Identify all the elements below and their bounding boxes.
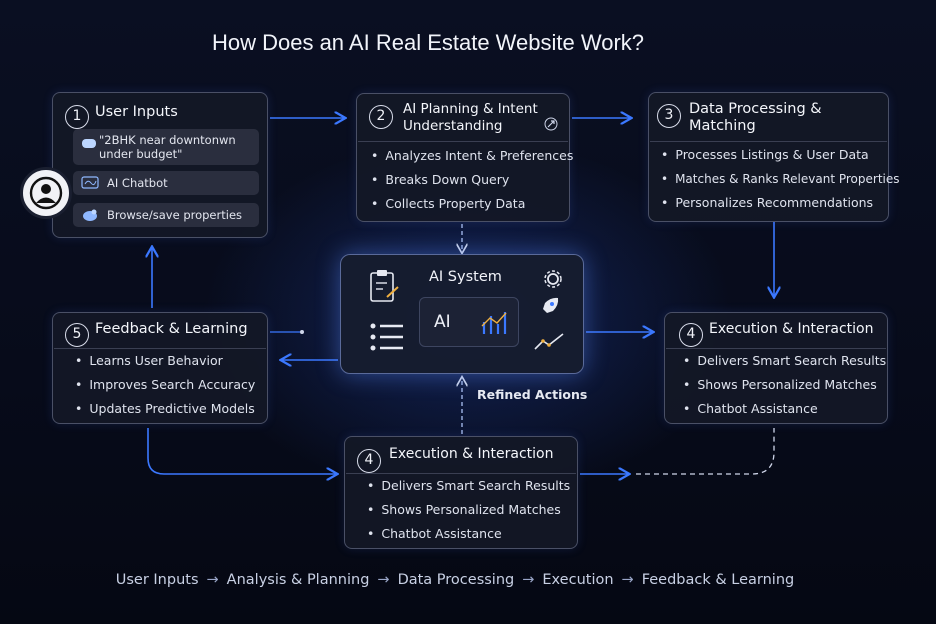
flow-step: Execution <box>542 572 614 588</box>
list-item: Delivers Smart Search Results <box>683 349 886 373</box>
divider <box>358 141 568 142</box>
arrow-5-to-bottom-4 <box>147 428 336 474</box>
list-item: Matches & Ranks Relevant Properties <box>661 167 899 191</box>
card-execution-right: 4 Execution & Interaction Delivers Smart… <box>664 312 888 424</box>
card-title-line2: Understanding <box>403 118 503 134</box>
list-item: Shows Personalized Matches <box>683 373 886 397</box>
browse-icon <box>81 208 99 225</box>
list-item: Processes Listings & User Data <box>661 143 900 167</box>
process-flow: User Inputs → Analysis & Planning → Data Pro… <box>0 572 910 588</box>
list-item: Chatbot Assistance <box>683 397 886 421</box>
list-item: Collects Property Data <box>371 192 573 216</box>
execution-bottom-list: Delivers Smart Search Results Shows Pers… <box>367 474 570 546</box>
card-execution-bottom: 4 Execution & Interaction Delivers Smart… <box>344 436 578 549</box>
card-feedback: 5 Feedback & Learning Learns User Behavi… <box>52 312 268 424</box>
step-number: 4 <box>679 323 703 347</box>
processing-list: Processes Listings & User Data Matches &… <box>661 143 900 215</box>
page-title: How Does an AI Real Estate Website Work? <box>211 30 645 55</box>
ai-system-box: AI System AI <box>340 254 584 374</box>
card-user-inputs: 1 User Inputs "2BHK near downtonwn under… <box>52 92 268 238</box>
input-chatbot-pill[interactable]: AI Chatbot <box>73 171 259 195</box>
user-avatar-icon <box>20 167 72 219</box>
card-title: Execution & Interaction <box>709 321 874 337</box>
list-item: Analyzes Intent & Preferences <box>371 144 573 168</box>
ai-core: AI <box>419 297 519 347</box>
feedback-list: Learns User Behavior Improves Search Acc… <box>75 349 255 421</box>
input-chatbot-text: AI Chatbot <box>107 176 168 190</box>
chatbot-icon <box>81 176 99 193</box>
card-data-processing: 3 Data Processing & Matching Processes L… <box>648 92 900 222</box>
flow-arrow-icon: → <box>522 572 535 588</box>
flow-arrow-icon: → <box>621 572 634 588</box>
input-query-pill[interactable]: "2BHK near downtonwn under budget" <box>73 129 259 165</box>
list-item: Breaks Down Query <box>371 168 573 192</box>
step-number: 3 <box>657 104 681 128</box>
step-number: 4 <box>357 449 381 473</box>
input-browse-text: Browse/save properties <box>107 208 243 222</box>
list-item: Chatbot Assistance <box>367 522 570 546</box>
card-title-line1: AI Planning & Intent <box>403 101 538 117</box>
input-browse-pill[interactable]: Browse/save properties <box>73 203 259 227</box>
input-query-text: "2BHK near downtonwn under budget" <box>99 133 236 161</box>
flow-arrow-icon: → <box>206 572 219 588</box>
chat-bubble-icon <box>81 138 97 153</box>
list-item: Shows Personalized Matches <box>367 498 570 522</box>
flow-step: Analysis & Planning <box>226 572 370 588</box>
list-icon <box>369 321 407 357</box>
gear-icon <box>543 269 563 293</box>
clipboard-icon <box>367 269 401 309</box>
card-title: Feedback & Learning <box>95 321 248 337</box>
rocket-icon <box>537 295 561 323</box>
list-item: Personalizes Recommendations <box>661 191 900 215</box>
step-number: 2 <box>369 105 393 129</box>
list-item: Improves Search Accuracy <box>75 373 255 397</box>
card-title: User Inputs <box>95 104 178 120</box>
ai-system-title: AI System <box>429 269 502 285</box>
refined-actions-label: Refined Actions <box>477 387 588 402</box>
card-title: Execution & Interaction <box>389 446 554 462</box>
execution-right-list: Delivers Smart Search Results Shows Pers… <box>683 349 886 421</box>
card-ai-planning: 2 AI Planning & Intent Understanding Ana… <box>356 93 573 222</box>
card-title-line1: Data Processing & <box>689 101 822 117</box>
step-number: 5 <box>65 323 89 347</box>
list-item: Delivers Smart Search Results <box>367 474 570 498</box>
divider <box>650 141 887 142</box>
trend-chart-icon <box>533 331 567 357</box>
step-number: 1 <box>65 105 89 129</box>
planning-list: Analyzes Intent & Preferences Breaks Dow… <box>371 144 573 216</box>
rocket-badge-icon <box>543 116 559 136</box>
flow-arrow-icon: → <box>377 572 390 588</box>
bar-chart-icon <box>478 308 512 342</box>
card-title-line2: Matching <box>689 118 756 134</box>
list-item: Updates Predictive Models <box>75 397 255 421</box>
flow-step: Data Processing <box>397 572 515 588</box>
flow-step: Feedback & Learning <box>641 572 795 588</box>
flow-step: User Inputs <box>115 572 199 588</box>
ai-core-label: AI <box>434 312 451 332</box>
list-item: Learns User Behavior <box>75 349 255 373</box>
